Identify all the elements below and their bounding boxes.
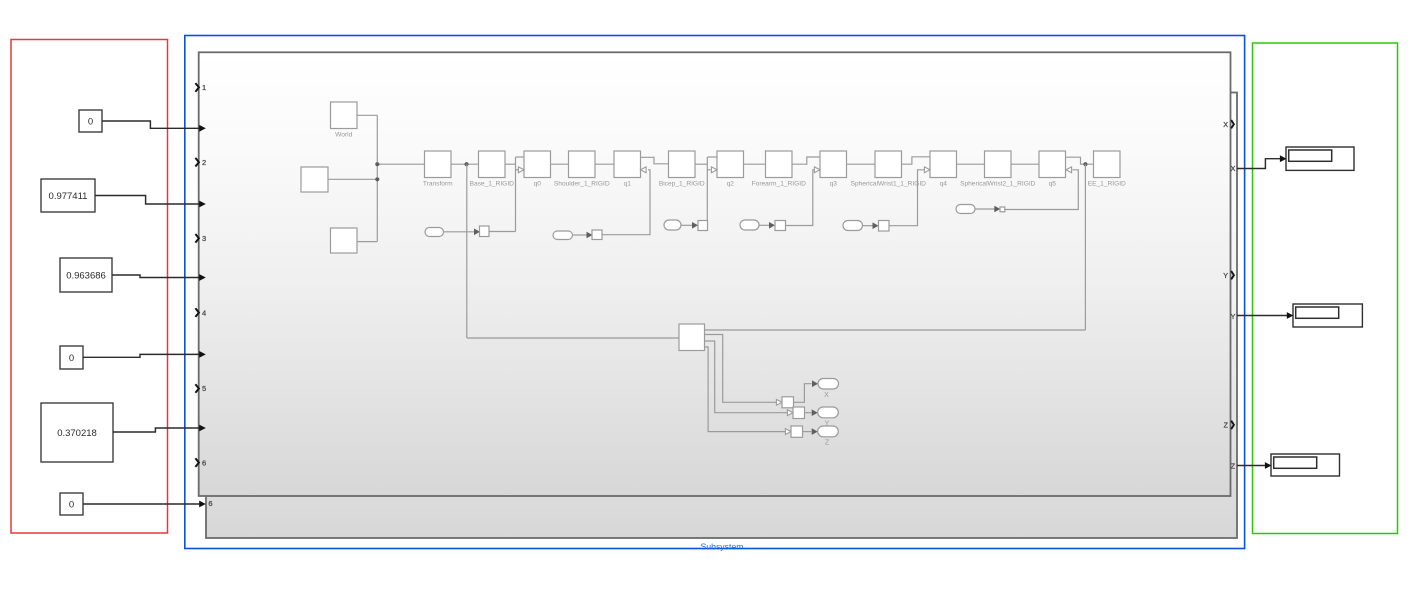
- svg-text:World: World: [335, 132, 352, 139]
- svg-text:q2: q2: [727, 180, 735, 187]
- svg-text:Base_1_RIGID: Base_1_RIGID: [470, 180, 515, 187]
- svg-text:SphericalWrist1_1_RIGID: SphericalWrist1_1_RIGID: [851, 180, 927, 187]
- svg-text:Bicep_1_RIGID: Bicep_1_RIGID: [659, 180, 705, 187]
- svg-text:0.370218: 0.370218: [57, 428, 97, 439]
- svg-text:q0: q0: [534, 180, 542, 187]
- svg-text:X: X: [824, 391, 829, 399]
- svg-text:Y: Y: [825, 420, 830, 428]
- svg-text:3: 3: [202, 234, 206, 243]
- svg-text:4: 4: [202, 308, 206, 317]
- svg-text:Z: Z: [1224, 421, 1229, 430]
- svg-text:Y: Y: [1231, 312, 1236, 321]
- svg-text:Subsystem: Subsystem: [701, 541, 744, 551]
- svg-text:Z: Z: [825, 439, 830, 447]
- svg-text:0: 0: [69, 353, 74, 364]
- svg-text:X: X: [1231, 164, 1236, 173]
- svg-text:q5: q5: [1049, 180, 1057, 187]
- svg-text:0.977411: 0.977411: [49, 191, 88, 202]
- svg-text:X: X: [1223, 120, 1228, 129]
- svg-text:Shoulder_1_RIGID: Shoulder_1_RIGID: [554, 180, 610, 187]
- svg-text:Y: Y: [1223, 271, 1228, 280]
- svg-text:q1: q1: [624, 180, 632, 187]
- svg-text:SphericalWrist2_1_RIGID: SphericalWrist2_1_RIGID: [960, 180, 1036, 187]
- svg-text:Transform: Transform: [423, 180, 453, 187]
- svg-text:0: 0: [88, 116, 93, 127]
- svg-text:Z: Z: [1231, 461, 1236, 470]
- svg-text:0.963686: 0.963686: [66, 270, 106, 281]
- svg-text:q4: q4: [940, 180, 948, 187]
- svg-text:6: 6: [202, 458, 206, 467]
- svg-text:6: 6: [208, 499, 212, 508]
- svg-text:5: 5: [202, 384, 206, 393]
- svg-text:Forearm_1_RIGID: Forearm_1_RIGID: [752, 180, 806, 187]
- svg-text:EE_1_RIGID: EE_1_RIGID: [1088, 180, 1126, 187]
- svg-text:q3: q3: [830, 180, 838, 187]
- svg-text:2: 2: [202, 158, 206, 167]
- svg-text:0: 0: [69, 499, 74, 510]
- svg-text:1: 1: [202, 83, 206, 92]
